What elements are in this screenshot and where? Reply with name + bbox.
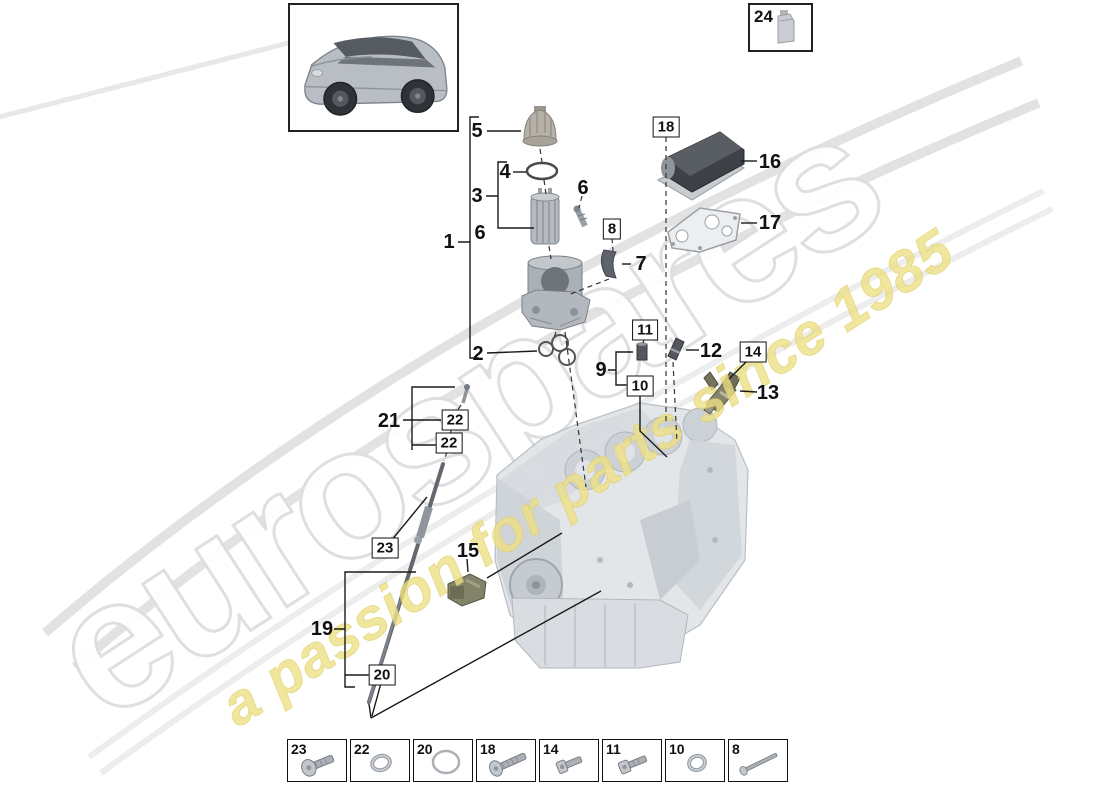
engine-block-illustration: [494, 402, 749, 669]
stud-bolt-icon: [739, 753, 778, 776]
callout-14[interactable]: 14: [739, 341, 767, 363]
sensor-11: [636, 342, 648, 361]
legend-cell-14[interactable]: 14: [539, 739, 599, 782]
callout-13[interactable]: 13: [756, 382, 780, 404]
seal-ring-icon: [370, 753, 392, 773]
filter-bolt: [573, 205, 588, 228]
legend-cell-22[interactable]: 22: [350, 739, 410, 782]
seal-ring-icon: [687, 753, 707, 773]
callout-15[interactable]: 15: [456, 540, 480, 562]
callout-16[interactable]: 16: [758, 151, 782, 173]
car-body: [304, 35, 448, 116]
o-ring-icon: [431, 749, 461, 775]
callout-23[interactable]: 23: [371, 537, 399, 559]
oil-bottle-label: 24: [754, 7, 773, 26]
oil-bottle-icon: [777, 10, 795, 44]
callout-8[interactable]: 8: [602, 218, 622, 240]
oil-filter-housing: [521, 255, 591, 331]
vehicle-illustration: [304, 35, 448, 116]
socket-head-screw-icon: [555, 756, 583, 774]
legend-cell-label: 18: [480, 741, 496, 757]
socket-head-screw-icon: [617, 755, 648, 775]
oil-bottle-box[interactable]: 24: [748, 3, 813, 52]
fastener-legend: 23 22 20 18: [287, 739, 788, 782]
callout-17[interactable]: 17: [758, 212, 782, 234]
callout-9[interactable]: 9: [595, 359, 607, 381]
callout-1[interactable]: 1: [443, 231, 455, 253]
legend-cell-20[interactable]: 20: [413, 739, 473, 782]
legend-cell-label: 23: [291, 741, 307, 757]
callout-21[interactable]: 21: [377, 410, 401, 432]
pan-head-screw-icon: [301, 754, 335, 777]
retaining-clip: [600, 249, 617, 279]
vehicle-thumbnail-box: [288, 3, 459, 132]
callout-20[interactable]: 20: [368, 664, 396, 686]
legend-cell-11[interactable]: 11: [602, 739, 662, 782]
callout-18[interactable]: 18: [652, 116, 680, 138]
legend-cell-label: 14: [543, 741, 559, 757]
legend-cell-23[interactable]: 23: [287, 739, 347, 782]
legend-cell-label: 22: [354, 741, 370, 757]
callout-11[interactable]: 11: [632, 319, 658, 341]
callout-7[interactable]: 7: [635, 253, 647, 275]
callout-22a[interactable]: 22: [441, 409, 469, 431]
oil-cooler: [656, 131, 745, 201]
callout-2[interactable]: 2: [472, 343, 484, 365]
legend-cell-label: 10: [669, 741, 685, 757]
callout-3[interactable]: 3: [471, 185, 483, 207]
callout-12[interactable]: 12: [699, 340, 723, 362]
pan-head-screw-long-icon: [489, 752, 527, 777]
sensor-12: [667, 337, 685, 361]
housing-o-rings: [538, 334, 576, 366]
callout-10[interactable]: 10: [626, 375, 654, 397]
oil-pressure-switch: [447, 573, 487, 607]
legend-cell-10[interactable]: 10: [665, 739, 725, 782]
legend-cell-label: 20: [417, 741, 433, 757]
callout-6a[interactable]: 6: [474, 222, 486, 244]
oil-filter-cap: [522, 106, 558, 147]
callout-5[interactable]: 5: [471, 120, 483, 142]
legend-cell-8[interactable]: 8: [728, 739, 788, 782]
callout-19[interactable]: 19: [310, 618, 334, 640]
injector-13: [703, 371, 741, 415]
legend-cell-18[interactable]: 18: [476, 739, 536, 782]
construction-dashed-lines: [443, 137, 678, 488]
callout-4[interactable]: 4: [499, 161, 511, 183]
leader-lines: [334, 116, 758, 719]
oil-filter-element: [530, 188, 560, 245]
cap-o-ring: [525, 161, 559, 181]
callout-6b[interactable]: 6: [577, 177, 589, 199]
callout-22b[interactable]: 22: [435, 432, 463, 454]
legend-cell-label: 8: [732, 741, 740, 757]
oil-cooler-gasket: [667, 207, 741, 253]
legend-cell-label: 11: [606, 741, 621, 757]
